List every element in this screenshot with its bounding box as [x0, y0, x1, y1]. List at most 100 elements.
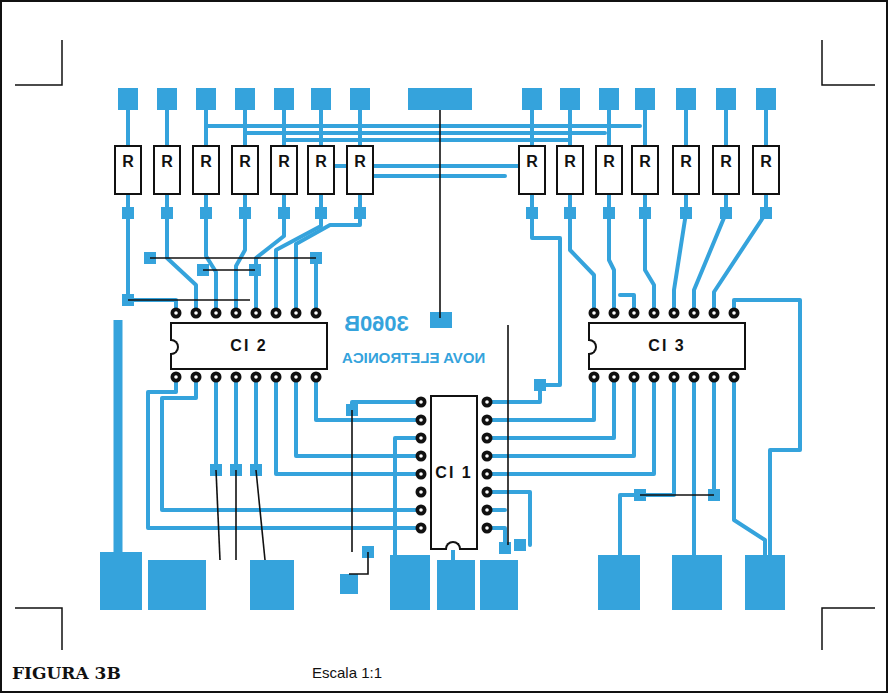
pin-hole	[314, 375, 318, 379]
ic-pin	[709, 372, 720, 383]
ic-pin	[669, 308, 680, 319]
ic-pin	[482, 397, 493, 408]
resistor-symbol: R	[752, 145, 780, 195]
resistor-symbol: R	[192, 145, 220, 195]
ic-pin	[231, 308, 242, 319]
pin-hole	[485, 508, 489, 512]
ic-pin	[629, 308, 640, 319]
ic-pin	[291, 372, 302, 383]
resistor-symbol: R	[307, 145, 335, 195]
component-letter: R	[714, 147, 738, 171]
ic-pin	[191, 372, 202, 383]
pin-hole	[692, 375, 696, 379]
ic-pin	[416, 505, 427, 516]
pin-hole	[214, 311, 218, 315]
ic-pin	[416, 523, 427, 534]
pin-hole	[254, 311, 258, 315]
ic-pin	[211, 308, 222, 319]
ic-pin	[709, 308, 720, 319]
component-letter: R	[233, 147, 257, 171]
pin-hole	[652, 375, 656, 379]
resistor-symbol: R	[270, 145, 298, 195]
pin-hole	[419, 436, 423, 440]
ic-pin	[416, 469, 427, 480]
component-letter: R	[348, 147, 372, 171]
resistor-symbol: R	[672, 145, 700, 195]
resistor-symbol: R	[556, 145, 584, 195]
pin-hole	[712, 311, 716, 315]
ic-notch	[170, 339, 179, 355]
component-letter: R	[754, 147, 778, 171]
ic-name: CI 2	[230, 337, 267, 355]
pin-hole	[485, 400, 489, 404]
ic-pin	[171, 372, 182, 383]
pin-hole	[592, 375, 596, 379]
pin-hole	[419, 418, 423, 422]
corner-marks	[15, 40, 875, 650]
ic-name: CI 3	[648, 337, 685, 355]
ic-pin	[191, 308, 202, 319]
ic-pin	[271, 372, 282, 383]
component-letter: R	[116, 147, 140, 171]
pin-hole	[672, 311, 676, 315]
resistor-symbol: R	[114, 145, 142, 195]
ic-pin	[482, 505, 493, 516]
pin-hole	[419, 490, 423, 494]
pin-hole	[314, 311, 318, 315]
copper-traces	[128, 110, 800, 560]
pin-hole	[485, 472, 489, 476]
ic-pin	[729, 308, 740, 319]
ic-pin	[231, 372, 242, 383]
pin-hole	[732, 311, 736, 315]
ic-pin	[729, 372, 740, 383]
ic-notch	[588, 339, 597, 355]
ground-trace	[114, 320, 123, 555]
pin-hole	[632, 375, 636, 379]
ic-pin	[649, 372, 660, 383]
pin-hole	[194, 311, 198, 315]
pin-hole	[652, 311, 656, 315]
ic-pin	[251, 372, 262, 383]
pin-hole	[214, 375, 218, 379]
pin-hole	[632, 311, 636, 315]
pin-hole	[485, 526, 489, 530]
pin-hole	[419, 472, 423, 476]
ic-pin	[271, 308, 282, 319]
pin-hole	[612, 375, 616, 379]
scale-note: Escala 1:1	[310, 664, 384, 681]
pin-hole	[485, 436, 489, 440]
pin-hole	[174, 375, 178, 379]
pin-hole	[672, 375, 676, 379]
ic-pin	[416, 415, 427, 426]
pin-hole	[234, 375, 238, 379]
pin-hole	[592, 311, 596, 315]
ic-pin	[416, 397, 427, 408]
component-letter: R	[633, 147, 657, 171]
pin-hole	[419, 454, 423, 458]
ic-chip: CI 3	[588, 322, 746, 370]
component-letter: R	[155, 147, 179, 171]
component-letter: R	[272, 147, 296, 171]
pin-hole	[174, 311, 178, 315]
ic-pin	[482, 523, 493, 534]
ic-pin	[311, 308, 322, 319]
ic-pin	[482, 433, 493, 444]
pin-hole	[294, 311, 298, 315]
component-letter: R	[309, 147, 333, 171]
ic-pin	[689, 308, 700, 319]
pin-hole	[419, 400, 423, 404]
ic-pin	[669, 372, 680, 383]
pin-hole	[234, 311, 238, 315]
ic-pin	[649, 308, 660, 319]
pin-hole	[732, 375, 736, 379]
ic-pin	[211, 372, 222, 383]
pin-hole	[419, 526, 423, 530]
ic-pin	[609, 372, 620, 383]
pin-hole	[419, 508, 423, 512]
ic-pin	[482, 469, 493, 480]
component-letter: R	[597, 147, 621, 171]
resistor-symbol: R	[595, 145, 623, 195]
resistor-symbol: R	[712, 145, 740, 195]
